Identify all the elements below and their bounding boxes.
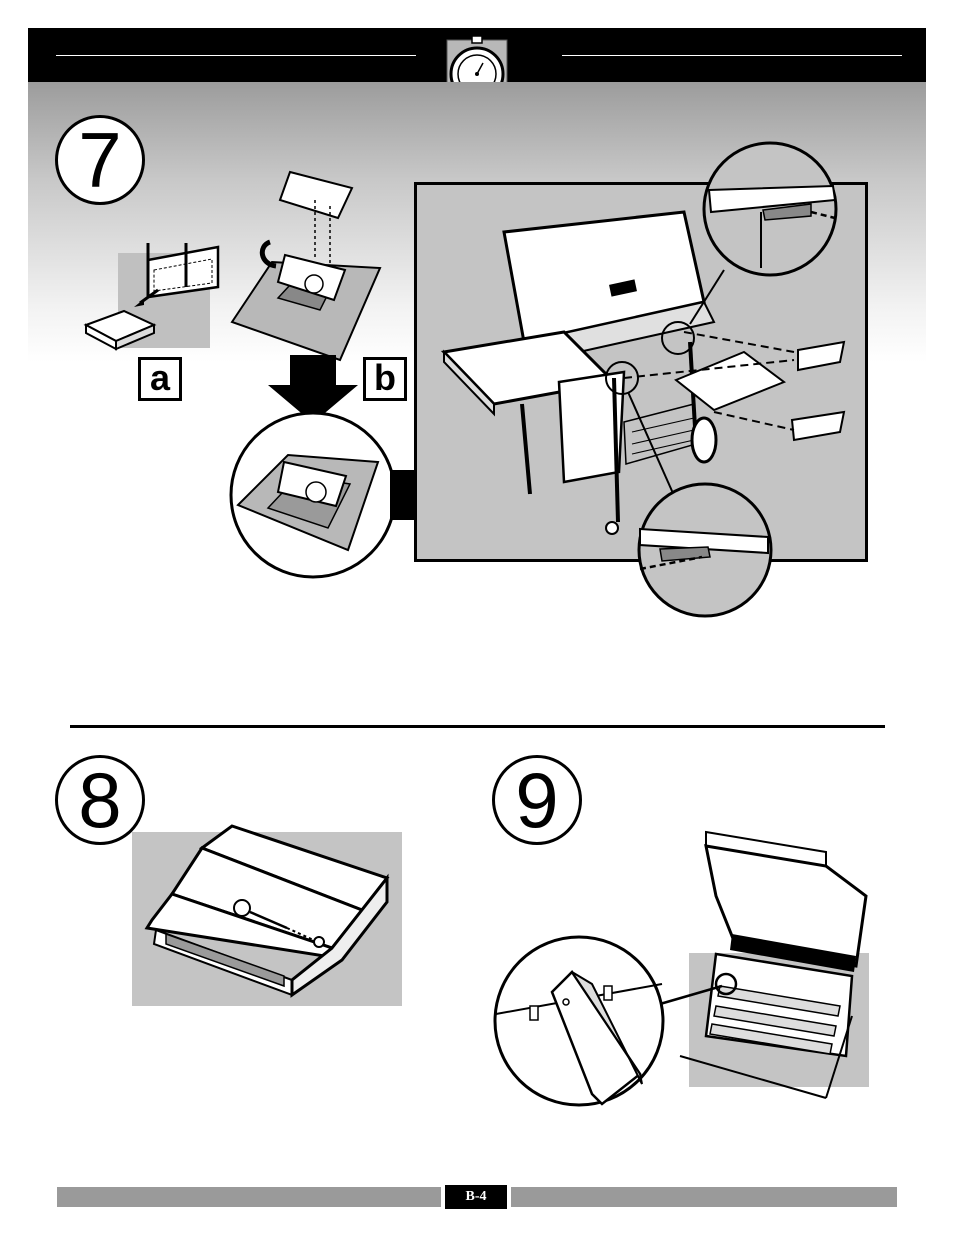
step-9-number: 9 bbox=[492, 755, 582, 845]
page-number: B-4 bbox=[445, 1185, 507, 1209]
header-rule-left bbox=[56, 55, 416, 56]
footer-bar-right bbox=[511, 1187, 897, 1207]
step7b-illustration bbox=[230, 160, 390, 370]
step-7b-label: b bbox=[363, 357, 407, 401]
step9-callout-line bbox=[660, 980, 730, 1010]
step7-callout-bottom bbox=[636, 481, 774, 619]
footer-bar: B-4 bbox=[57, 1187, 897, 1207]
step7a-illustration bbox=[78, 225, 238, 360]
footer-bar-left bbox=[57, 1187, 441, 1207]
step9-detail-circle bbox=[492, 934, 666, 1108]
step8-lid-illustration bbox=[132, 820, 402, 1020]
step7-detail-circle bbox=[228, 410, 398, 580]
step-7a-label: a bbox=[138, 357, 182, 401]
step9-grill-illustration bbox=[676, 826, 876, 1116]
step-7-number: 7 bbox=[55, 115, 145, 205]
section-divider bbox=[70, 725, 885, 728]
step7-callout-top bbox=[701, 140, 839, 278]
header-rule-right bbox=[562, 55, 902, 56]
